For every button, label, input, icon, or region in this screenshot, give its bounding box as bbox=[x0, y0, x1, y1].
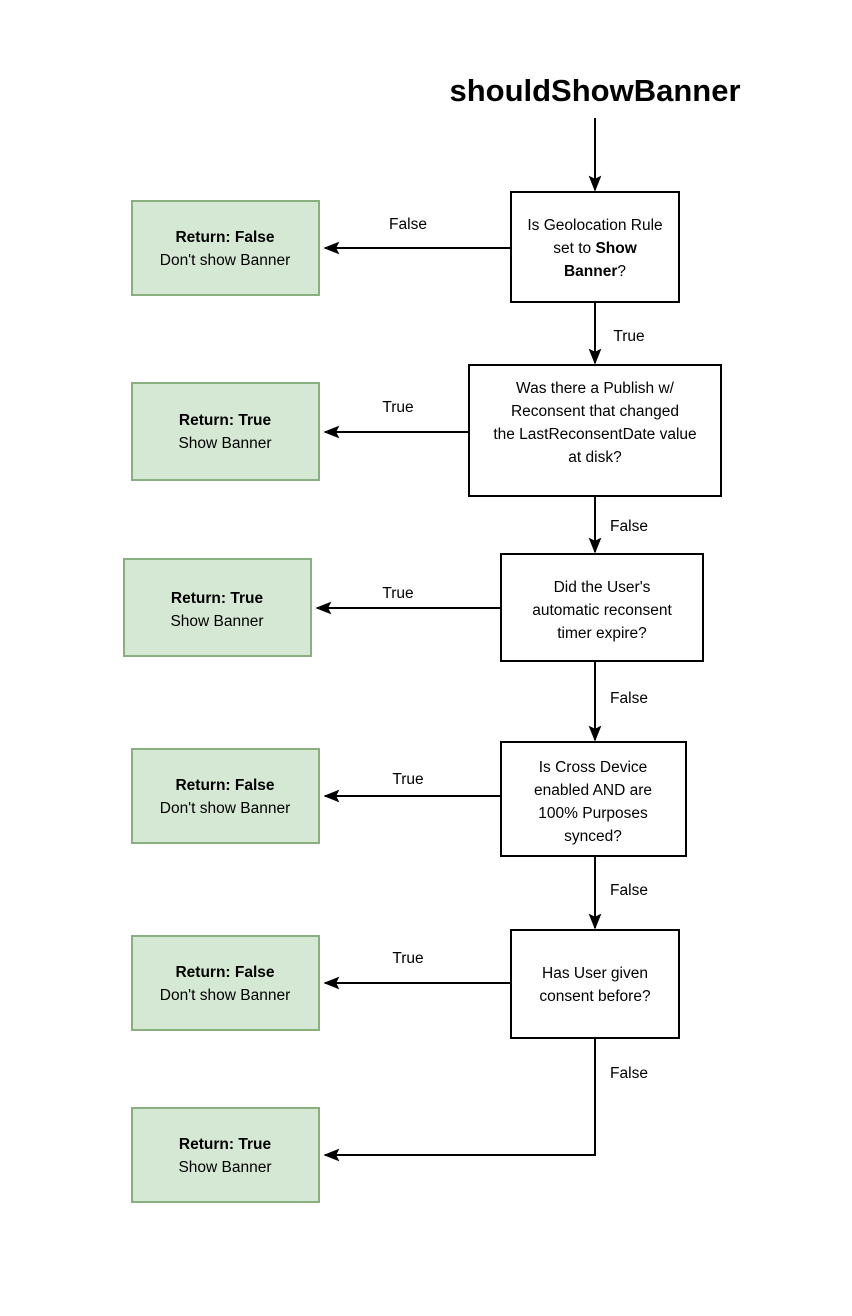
result-true-reconsent-title: Return: True bbox=[179, 412, 272, 429]
decision-publish-reconsent-box bbox=[468, 364, 722, 497]
result-true-reconsent-subtitle: Show Banner bbox=[178, 435, 271, 452]
result-false-cross-device-title: Return: False bbox=[175, 777, 274, 794]
edge-label-cross-device-false: False bbox=[610, 882, 648, 899]
decision-node-reconsent-timer[interactable]: Did the User's automatic reconsent timer… bbox=[500, 553, 704, 662]
decision-cross-device-line-2: enabled AND are bbox=[534, 782, 652, 799]
decision-reconsent-timer-line-2: automatic reconsent bbox=[532, 602, 672, 619]
decision-prior-consent-line-1: Has User given bbox=[542, 965, 648, 982]
decision-node-prior-consent[interactable]: Has User given consent before? bbox=[510, 929, 680, 1039]
decision-prior-consent-line-2: consent before? bbox=[539, 988, 651, 1005]
result-false-cross-device-subtitle: Don't show Banner bbox=[160, 800, 290, 817]
decision-publish-reconsent-line-3: the LastReconsentDate value bbox=[493, 426, 696, 443]
decision-reconsent-timer-line-3: timer expire? bbox=[557, 625, 647, 642]
edge-label-prior-consent-true: True bbox=[392, 950, 423, 967]
edge-label-timer-false: False bbox=[610, 690, 648, 707]
edge-label-reconsent-false: False bbox=[610, 518, 648, 535]
result-false-geolocation-subtitle: Don't show Banner bbox=[160, 252, 290, 269]
decision-node-cross-device[interactable]: Is Cross Device enabled AND are 100% Pur… bbox=[500, 741, 687, 857]
decision-geolocation-rule-line-2: set to Show bbox=[553, 240, 637, 257]
edge-label-prior-consent-false: False bbox=[610, 1065, 648, 1082]
decision-publish-reconsent-line-1: Was there a Publish w/ bbox=[516, 380, 675, 397]
decision-geolocation-rule-box bbox=[510, 191, 680, 303]
result-true-timer-title: Return: True bbox=[171, 590, 264, 607]
decision-geolocation-rule-line-1: Is Geolocation Rule bbox=[527, 217, 662, 234]
decision-node-publish-reconsent[interactable]: Was there a Publish w/ Reconsent that ch… bbox=[468, 364, 722, 497]
result-true-final-title: Return: True bbox=[179, 1136, 272, 1153]
result-true-timer-box bbox=[123, 558, 312, 657]
result-false-geolocation-box bbox=[131, 200, 320, 296]
result-true-timer-subtitle: Show Banner bbox=[170, 613, 263, 630]
edge-label-reconsent-true: True bbox=[382, 399, 413, 416]
decision-reconsent-timer-box bbox=[500, 553, 704, 662]
result-node-true-reconsent[interactable]: Return: True Show Banner bbox=[131, 382, 320, 481]
result-false-prior-consent-box bbox=[131, 935, 320, 1031]
result-node-false-cross-device[interactable]: Return: False Don't show Banner bbox=[131, 748, 320, 844]
result-node-true-final[interactable]: Return: True Show Banner bbox=[131, 1107, 320, 1203]
result-false-geolocation-title: Return: False bbox=[175, 229, 274, 246]
result-node-false-prior-consent[interactable]: Return: False Don't show Banner bbox=[131, 935, 320, 1031]
edge-label-cross-device-true: True bbox=[392, 771, 423, 788]
result-true-final-subtitle: Show Banner bbox=[178, 1159, 271, 1176]
decision-reconsent-timer-line-1: Did the User's bbox=[554, 579, 651, 596]
decision-publish-reconsent-line-4: at disk? bbox=[568, 449, 622, 466]
decision-node-geolocation-rule[interactable]: Is Geolocation Rule set to Show Banner? bbox=[510, 191, 680, 303]
edge-label-geolocation-true: True bbox=[613, 328, 644, 345]
result-false-cross-device-box bbox=[131, 748, 320, 844]
decision-cross-device-line-4: synced? bbox=[564, 828, 622, 845]
result-false-prior-consent-title: Return: False bbox=[175, 964, 274, 981]
diagram-title: shouldShowBanner bbox=[449, 73, 740, 108]
decision-cross-device-box bbox=[500, 741, 687, 857]
decision-cross-device-line-1: Is Cross Device bbox=[539, 759, 648, 776]
decision-publish-reconsent-line-2: Reconsent that changed bbox=[511, 403, 679, 420]
decision-geolocation-rule-line-3: Banner? bbox=[564, 263, 626, 280]
result-true-final-box bbox=[131, 1107, 320, 1203]
result-true-reconsent-box bbox=[131, 382, 320, 481]
result-false-prior-consent-subtitle: Don't show Banner bbox=[160, 987, 290, 1004]
result-node-false-geolocation[interactable]: Return: False Don't show Banner bbox=[131, 200, 320, 296]
decision-prior-consent-box bbox=[510, 929, 680, 1039]
edge-label-geolocation-false: False bbox=[389, 216, 427, 233]
result-node-true-timer[interactable]: Return: True Show Banner bbox=[123, 558, 312, 657]
edge-prior-consent-false bbox=[323, 1038, 596, 1162]
edge-label-timer-true: True bbox=[382, 585, 413, 602]
decision-cross-device-line-3: 100% Purposes bbox=[538, 805, 648, 822]
